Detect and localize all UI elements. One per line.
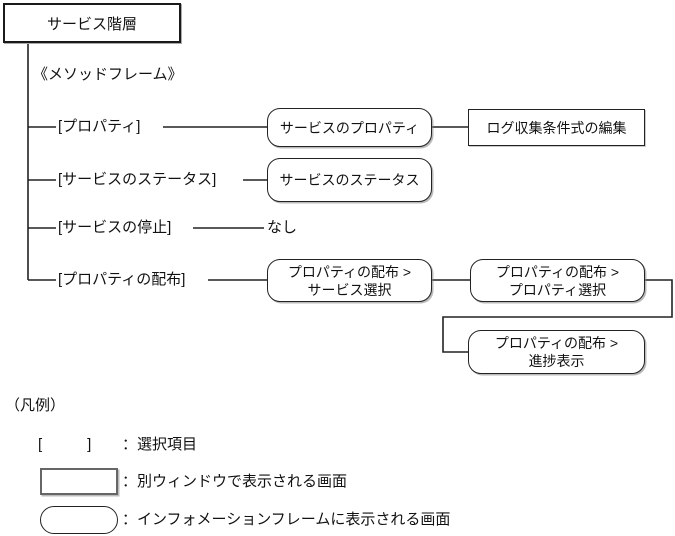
frame-screen-label: プロパティの配布 > 進捗表示 — [494, 335, 619, 369]
legend-title: （凡例） — [5, 397, 66, 414]
window-screen-label: ログ収集条件式の編集 — [486, 119, 627, 136]
frame-screen-label: プロパティの配布 > プロパティ選択 — [495, 263, 620, 298]
legend-label-information-frame: ：インフォメーションフレームに表示される画面 — [122, 511, 451, 528]
tree-item-service-status: [サービスのステータス] — [58, 171, 217, 188]
frame-screen-label: プロパティの配布 > サービス選択 — [287, 263, 412, 298]
legend-frame-box-symbol — [40, 506, 118, 534]
frame-screen-label: サービスのステータス — [279, 172, 420, 188]
legend-bracket-symbol: [ ] — [38, 436, 92, 453]
tree-item-service-stop: [サービスの停止] — [58, 219, 172, 236]
root-box-service-hierarchy: サービス階層 — [3, 3, 181, 43]
legend-label-selection-item: ：選択項目 — [122, 436, 198, 453]
tree-item-property-distribution: [プロパティの配布] — [58, 271, 186, 288]
legend-label-separate-window: ：別ウィンドウで表示される画面 — [122, 473, 348, 490]
frame-screen-distribution-progress: プロパティの配布 > 進捗表示 — [468, 330, 645, 374]
window-screen-log-condition-edit: ログ収集条件式の編集 — [468, 109, 645, 146]
tree-item-property: [プロパティ] — [58, 118, 141, 135]
none-label: なし — [267, 219, 298, 236]
frame-screen-distribution-service-select: プロパティの配布 > サービス選択 — [267, 259, 432, 302]
method-frame-label: 《メソッドフレーム》 — [33, 66, 183, 83]
frame-screen-label: サービスのプロパティ — [279, 119, 420, 136]
frame-screen-service-status: サービスのステータス — [267, 158, 432, 202]
legend-window-box-symbol — [40, 468, 118, 495]
root-box-label: サービス階層 — [46, 15, 137, 33]
frame-screen-service-properties: サービスのプロパティ — [267, 108, 432, 147]
frame-screen-distribution-property-select: プロパティの配布 > プロパティ選択 — [470, 259, 645, 302]
